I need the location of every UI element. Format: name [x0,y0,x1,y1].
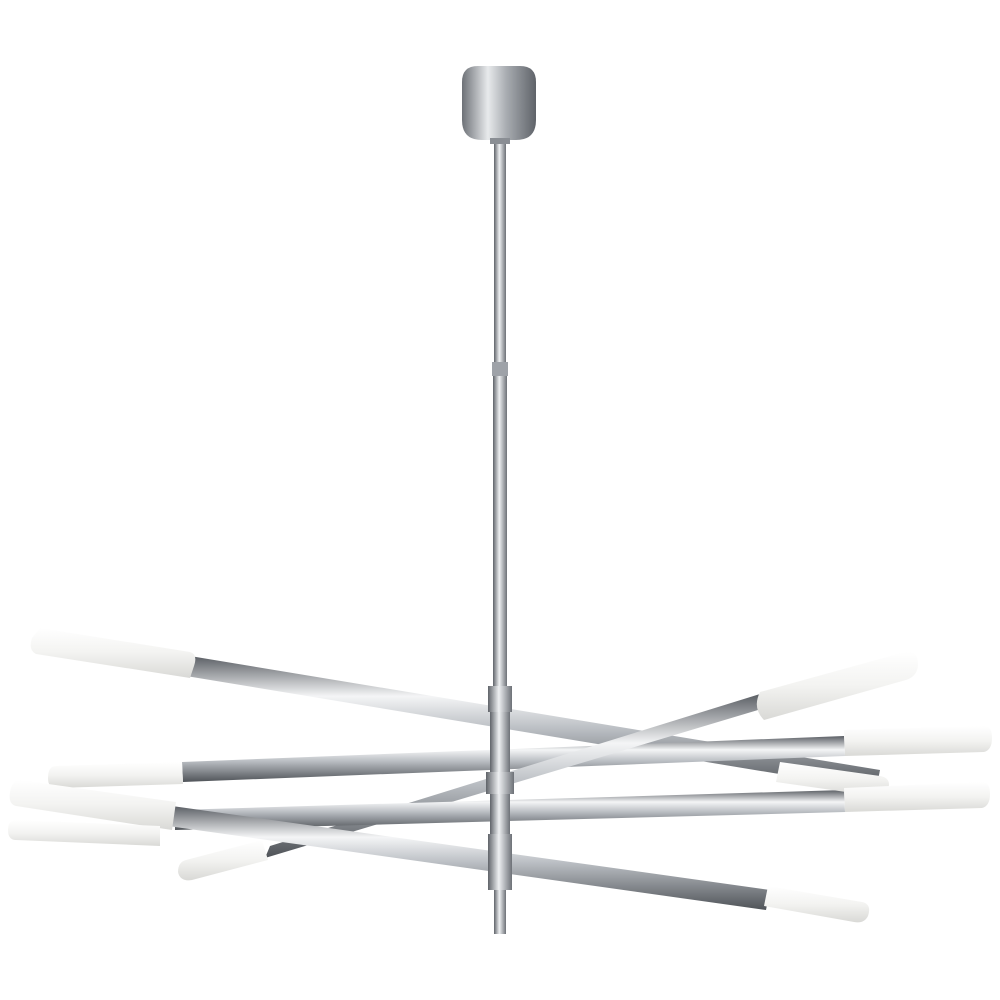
lamp-shade [9,780,176,830]
lamp-shade [844,726,992,756]
central-hub [486,686,514,934]
ceiling-canopy [462,66,536,144]
lamp-shade [8,820,160,846]
lamp-shade [48,762,183,788]
lamp-shade [844,782,990,812]
lamp-shade [178,840,268,881]
lamp-shade [756,651,918,720]
down-rod [492,144,508,686]
chandelier-arm [168,806,770,910]
chandelier-arm [182,736,845,782]
lamp-shade [764,886,870,923]
lamp-shade [30,628,196,678]
